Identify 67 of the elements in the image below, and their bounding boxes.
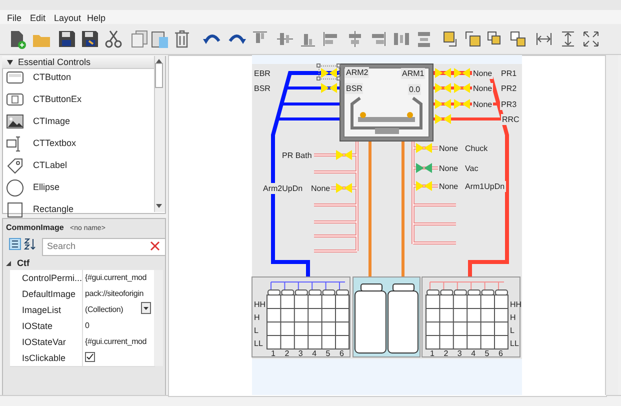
tag-label: Vac xyxy=(464,163,480,174)
panel-title: CommonImage xyxy=(6,222,64,233)
tag-label: ARM1 xyxy=(401,68,426,79)
level-label: HH xyxy=(510,299,522,310)
column-number: 1 xyxy=(430,348,434,359)
control-name: CTLabel xyxy=(33,160,68,171)
property-value-cell: {#gui.current_mod xyxy=(82,334,155,351)
property-name-cell: IOState xyxy=(10,318,82,335)
column-number: 2 xyxy=(444,348,448,359)
tag-label: None xyxy=(472,68,494,79)
tag-label: None xyxy=(438,143,460,154)
level-label: LL xyxy=(510,338,519,349)
tag-label: ARM2 xyxy=(345,67,370,78)
tag-label: PR1 xyxy=(500,68,518,79)
column-number: 3 xyxy=(457,348,462,359)
tag-label: PR2 xyxy=(500,83,518,94)
column-number: 4 xyxy=(471,348,476,359)
menu-item: File xyxy=(7,13,22,24)
tag-label: None xyxy=(438,181,460,192)
menu-item: Edit xyxy=(30,13,46,24)
panel-title: Essential Controls xyxy=(18,57,91,68)
level-label: H xyxy=(254,312,260,323)
level-label: LL xyxy=(254,338,263,349)
tag-label: 0.0 xyxy=(408,84,422,95)
menu-item: Layout xyxy=(54,13,82,24)
property-name-cell: IOStateVar xyxy=(10,334,82,351)
level-label: HH xyxy=(254,299,266,310)
level-label: L xyxy=(254,325,258,336)
control-name: Ellipse xyxy=(33,182,60,193)
property-name-cell: ControlPermi... xyxy=(10,270,82,287)
property-value-cell: pack://siteoforigin xyxy=(82,286,155,303)
tag-label: Arm1UpDn xyxy=(464,181,506,192)
control-name: CTImage xyxy=(33,116,70,127)
tag-label: PR Bath xyxy=(281,150,313,161)
column-number: 6 xyxy=(340,348,344,359)
property-name-cell: ImageList xyxy=(10,302,82,319)
tag-label: EBR xyxy=(253,68,272,79)
column-number: 1 xyxy=(271,348,276,359)
column-number: 2 xyxy=(284,348,290,359)
property-name-cell: DefaultImage xyxy=(10,286,82,303)
column-number: 5 xyxy=(484,348,490,359)
tag-label: Chuck xyxy=(464,143,489,154)
menu-item: Help xyxy=(87,13,106,24)
control-name: CTButton xyxy=(33,72,72,83)
tag-label: BSR xyxy=(345,83,364,94)
tag-label: None xyxy=(310,183,332,194)
search-field: Search xyxy=(42,238,166,256)
control-name: CTButtonEx xyxy=(33,94,82,105)
column-number: 6 xyxy=(498,348,503,359)
level-label: H xyxy=(510,312,516,323)
tag-label: None xyxy=(438,163,460,174)
tag-label: PR3 xyxy=(500,99,518,110)
tag-label: RRC xyxy=(501,114,520,125)
tag-label: BSR xyxy=(253,83,272,94)
category-label: Ctf xyxy=(17,258,30,269)
level-label: L xyxy=(510,325,514,336)
control-name: CTTextbox xyxy=(33,138,76,149)
property-value-cell: 0 xyxy=(82,318,155,335)
tag-label: None xyxy=(472,99,494,110)
tag-label: None xyxy=(472,83,494,94)
tag-label: Arm2UpDn xyxy=(262,183,304,194)
property-value-cell: {#gui.current_mod xyxy=(82,270,155,287)
property-name-cell: IsClickable xyxy=(10,350,82,367)
column-number: 5 xyxy=(326,348,330,359)
column-number: 3 xyxy=(298,348,303,359)
control-name: Rectangle xyxy=(33,204,74,215)
column-number: 4 xyxy=(312,348,317,359)
